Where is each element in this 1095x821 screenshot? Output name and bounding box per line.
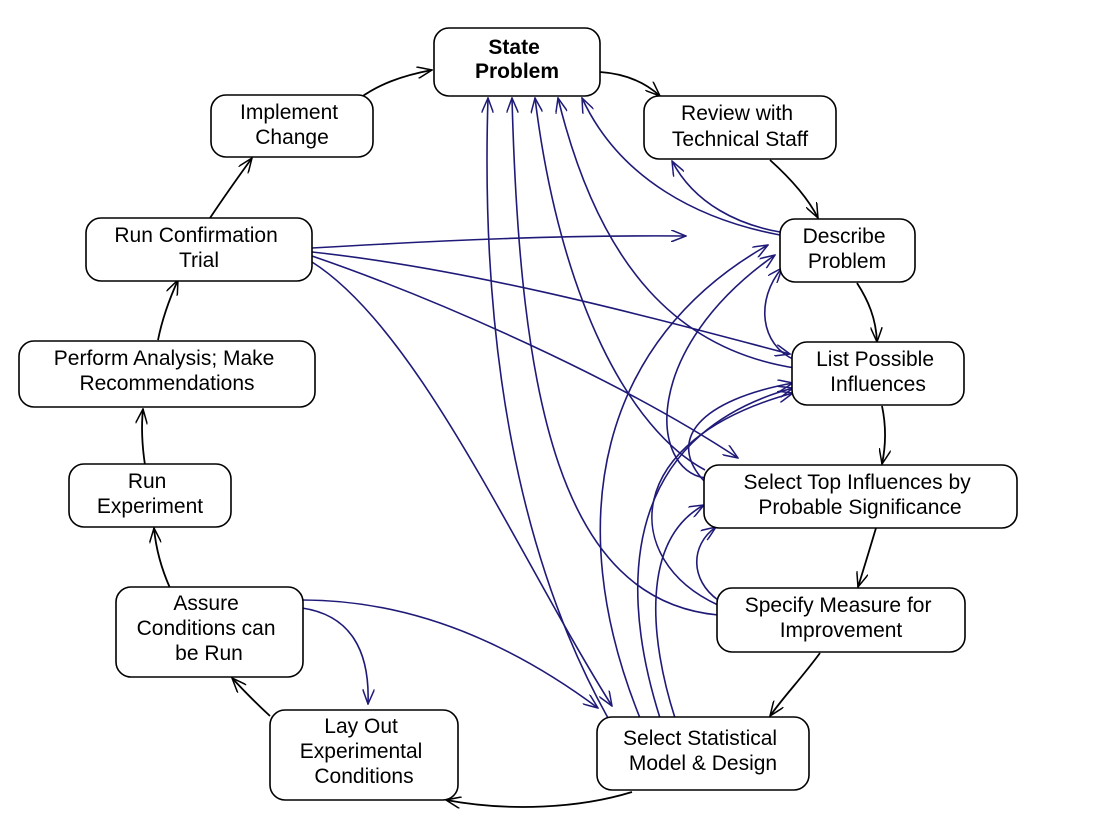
edge-model-to-list: [637, 388, 793, 719]
node-list-possible-influences: List Possible Influences: [791, 341, 965, 406]
edge-model-to-state: [487, 98, 609, 719]
edge-review-to-describe: [769, 159, 818, 218]
edge-model-to-top: [654, 505, 704, 719]
node-run-experiment: Run Experiment: [68, 463, 232, 528]
node-layout-line: Lay Out: [324, 715, 398, 738]
edge-describe-to-state: [582, 98, 781, 236]
node-specify-measure: Specify Measure for Improvement: [716, 587, 966, 653]
node-assure-line: Assure: [173, 592, 238, 615]
node-state-problem: State Problem: [433, 27, 601, 97]
svg-text:List Possible Influences: List Possible Influences: [816, 348, 940, 396]
node-assure-conditions: Assure Conditions can be Run: [115, 586, 304, 678]
node-review-line: Technical Staff: [672, 128, 808, 151]
node-assure-line: be Run: [175, 642, 243, 665]
edge-measure-to-state: [512, 98, 719, 616]
svg-text:Assure Conditions can: Assure Conditions can be Run: [137, 592, 282, 665]
edge-top-to-list: [687, 383, 793, 483]
node-run-experiment-line: Experiment: [97, 495, 203, 518]
node-implement-line: Implement: [240, 101, 338, 124]
edge-layout-to-assure: [232, 678, 271, 717]
svg-text:State Problem: State Problem: [475, 36, 559, 83]
node-implement-change: Implement Change: [210, 94, 374, 158]
svg-text:Implement Change: Implement Change: [240, 101, 344, 149]
svg-text:Run Experiment: Run Experiment: [97, 470, 203, 518]
node-select-model-line: Model & Design: [629, 752, 777, 775]
node-describe-line: Problem: [808, 250, 886, 273]
edge-assure-to-model: [301, 599, 598, 708]
edge-describe-to-list: [856, 282, 877, 342]
edge-assure-to-run: [154, 528, 171, 589]
edge-measure-to-model: [770, 652, 821, 716]
edge-model-to-layout: [446, 791, 633, 807]
svg-text:Describe Problem: Describe Problem: [803, 225, 892, 273]
node-confirm-line: Run Confirmation: [114, 224, 277, 247]
node-layout-line: Experimental: [300, 740, 423, 763]
node-describe-problem: Describe Problem: [779, 218, 916, 283]
edge-measure-to-top: [696, 527, 719, 601]
node-select-statistical-model: Select Statistical Model & Design: [596, 716, 810, 791]
edge-confirm-to-top: [311, 255, 738, 458]
svg-text:Review with Technical St: Review with Technical Staff: [672, 102, 808, 151]
node-review-line: Review with: [681, 102, 793, 125]
node-perform-analysis: Perform Analysis; Make Recommendations: [18, 340, 316, 408]
node-select-model-line: Select Statistical: [623, 727, 777, 750]
node-layout-line: Conditions: [314, 765, 413, 788]
node-analysis-line: Perform Analysis; Make: [54, 347, 275, 370]
main-cycle-edges: [142, 70, 885, 807]
edge-assure-to-layout: [301, 607, 368, 704]
node-state-problem-line: State: [488, 36, 539, 59]
edge-state-to-review: [599, 71, 660, 96]
edge-confirm-to-model: [311, 261, 612, 706]
edge-list-to-state: [558, 98, 796, 369]
node-select-top-line: Select Top Influences by: [743, 471, 971, 494]
svg-text:Perform Analysis; Make R: Perform Analysis; Make Recommendations: [54, 347, 280, 395]
edge-describe-to-review: [672, 161, 781, 233]
node-run-experiment-line: Run: [128, 470, 167, 493]
svg-text:Run Confirmation Trial: Run Confirmation Trial: [114, 224, 283, 272]
edge-top-to-describe: [666, 255, 775, 479]
node-list-line: Influences: [830, 373, 926, 396]
svg-text:Specify Measure for Impr: Specify Measure for Improvement: [745, 594, 938, 642]
edge-run-to-analysis: [142, 409, 145, 466]
edge-top-to-state: [535, 98, 706, 471]
edge-confirm-to-describe: [311, 236, 686, 249]
node-confirm-line: Trial: [179, 249, 219, 272]
node-select-top-influences: Select Top Influences by Probable Signif…: [703, 464, 1018, 529]
edge-confirm-to-implement: [209, 158, 252, 219]
node-describe-line: Describe: [803, 225, 886, 248]
svg-text:Select Top Influences by: Select Top Influences by Probable Signif…: [743, 471, 976, 519]
node-specify-line: Improvement: [780, 619, 903, 642]
edge-analysis-to-confirm: [157, 280, 178, 341]
node-specify-line: Specify Measure for: [745, 594, 932, 617]
node-list-line: List Possible: [816, 348, 934, 371]
node-select-top-line: Probable Significance: [758, 496, 961, 519]
edge-model-to-describe: [599, 245, 768, 719]
node-lay-out-conditions: Lay Out Experimental Conditions: [269, 709, 459, 801]
svg-text:Lay Out Experimental: Lay Out Experimental Conditions: [300, 715, 428, 788]
feedback-edges: [301, 98, 796, 719]
node-review-technical-staff: Review with Technical Staff: [643, 95, 837, 160]
edge-implement-to-state: [359, 70, 432, 99]
edge-top-to-measure: [858, 527, 877, 587]
node-assure-line: Conditions can: [137, 617, 276, 640]
edge-list-to-top: [882, 405, 885, 464]
node-run-confirmation-trial: Run Confirmation Trial: [85, 217, 313, 282]
edge-confirm-to-list: [311, 251, 790, 354]
svg-text:Select Statistical Model: Select Statistical Model & Design: [623, 727, 783, 775]
node-analysis-line: Recommendations: [79, 372, 254, 395]
node-state-problem-line: Problem: [475, 60, 559, 83]
node-implement-line: Change: [255, 126, 329, 149]
